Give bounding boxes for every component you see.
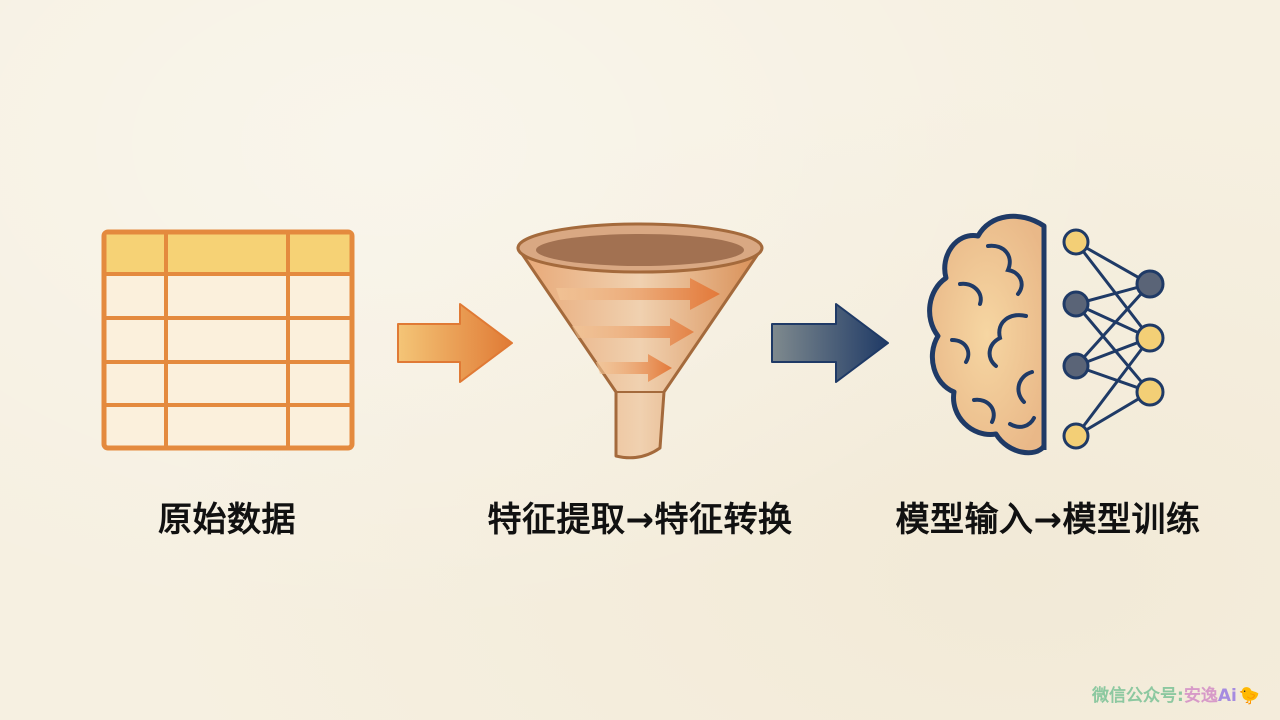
arrow-right-icon bbox=[397, 303, 513, 383]
neural-network-icon bbox=[1062, 228, 1165, 450]
chick-icon: 🐤 bbox=[1238, 686, 1260, 706]
watermark-name: 安逸 bbox=[1183, 686, 1218, 706]
table-icon bbox=[101, 229, 355, 451]
watermark-ai: Ai bbox=[1217, 686, 1237, 706]
funnel-icon bbox=[516, 222, 764, 460]
watermark: 微信公众号:安逸Ai🐤 bbox=[1092, 681, 1260, 706]
brain-icon bbox=[927, 213, 1047, 456]
watermark-colon: : bbox=[1177, 686, 1184, 706]
step-label-model-training: 模型输入→模型训练 bbox=[895, 500, 1201, 540]
arrow-right-icon-2 bbox=[771, 303, 889, 383]
step-label-feature-engineering: 特征提取→特征转换 bbox=[487, 500, 793, 540]
watermark-lead: 微信公众号 bbox=[1092, 686, 1178, 706]
step-label-raw-data: 原始数据 bbox=[158, 500, 296, 540]
